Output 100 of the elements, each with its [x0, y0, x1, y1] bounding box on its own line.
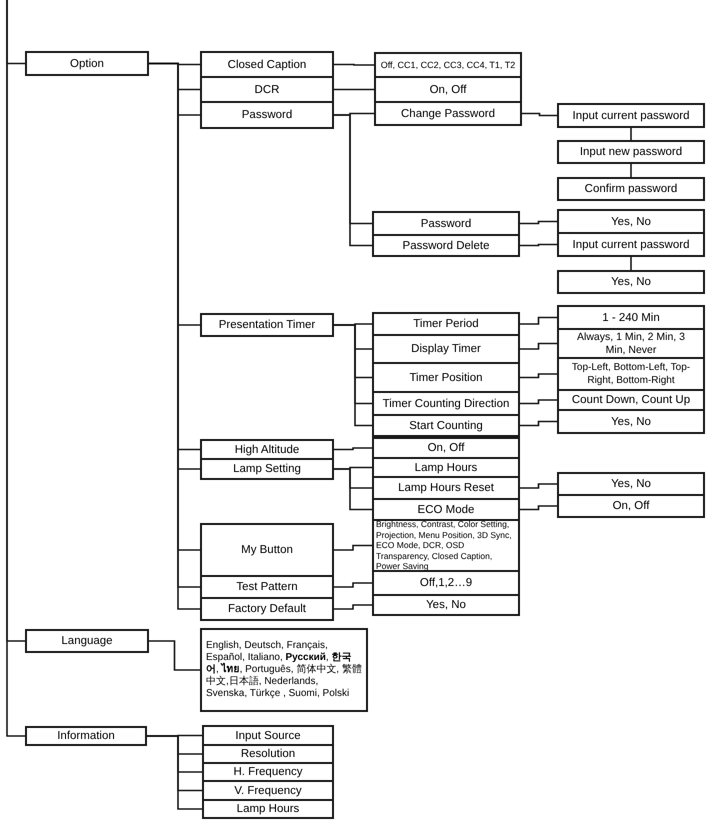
menu-label: English, Deutsch, Français, Español, Italiano, Русский, 한국어, ไทย, Português, 简体中文, 繁體中文,日本語, Nederlands, Svenska, Türkçe , Suomi, Polski [206, 640, 362, 700]
connector-line [520, 220, 557, 224]
menu-box [200, 76, 334, 103]
connector-line [520, 342, 557, 350]
menu-label: My Button [241, 543, 293, 557]
menu-box [372, 498, 520, 521]
connector-line [522, 112, 557, 116]
menu-label: Confirm password [584, 182, 678, 196]
connector-line [334, 582, 372, 588]
menu-box [372, 391, 520, 416]
menu-box [202, 725, 334, 746]
connector-line [630, 257, 632, 270]
menu-box [557, 177, 705, 201]
connector-line [334, 544, 372, 551]
connector-line [334, 447, 372, 450]
connector-line [334, 604, 372, 610]
menu-box [372, 437, 520, 459]
menu-label: Yes, No [611, 214, 651, 228]
menu-box [372, 334, 520, 364]
connector-line [147, 735, 202, 810]
menu-label: DCR [254, 82, 280, 96]
menu-box [200, 628, 368, 712]
menu-box [202, 744, 334, 764]
menu-box [557, 270, 705, 294]
menu-label: Timer Period [413, 317, 479, 331]
menu-label: Start Counting [409, 418, 483, 432]
connector-line [334, 64, 374, 66]
menu-label: Yes, No [611, 414, 651, 428]
menu-box [200, 313, 334, 337]
connector-line [334, 468, 372, 510]
connector-line [334, 88, 374, 90]
menu-box [557, 328, 705, 359]
menu-label: Yes, No [611, 275, 651, 289]
menu-label: Closed Caption [228, 58, 306, 72]
menu-label: H. Frequency [233, 765, 303, 779]
menu-box [372, 234, 520, 257]
menu-box [200, 51, 334, 78]
menu-label: Password [242, 108, 292, 122]
menu-box [200, 458, 334, 480]
menu-box [372, 457, 520, 478]
menu-label: Top-Left, Bottom-Left, Top-Right, Bottom-Right [570, 361, 692, 387]
connector-line [334, 114, 372, 246]
menu-box [372, 414, 520, 437]
menu-box [200, 575, 334, 599]
menu-label: Timer Counting Direction [382, 396, 510, 410]
connector-line [520, 483, 557, 489]
menu-box [372, 570, 520, 596]
menu-label: 1 - 240 Min [602, 310, 660, 324]
menu-box [200, 523, 334, 577]
menu-label: Yes, No [426, 598, 466, 612]
menu-label: Display Timer [411, 342, 481, 356]
menu-label: Resolution [240, 747, 296, 761]
menu-label: Timer Position [409, 370, 483, 384]
menu-label: V. Frequency [234, 784, 302, 798]
connector-line [149, 640, 200, 671]
menu-label: Off, CC1, CC2, CC3, CC4, T1, T2 [380, 59, 516, 71]
menu-box [372, 211, 520, 236]
menu-box [372, 476, 520, 500]
menu-label: Password Delete [402, 238, 490, 252]
menu-label: Presentation Timer [218, 318, 316, 332]
menu-box [25, 51, 149, 76]
menu-label: On, Off [430, 82, 466, 96]
menu-label: On, Off [612, 499, 650, 513]
menu-label: Lamp Setting [233, 462, 301, 476]
menu-box [557, 209, 705, 234]
connector-line [520, 373, 557, 378]
menu-label: Lamp Hours [414, 460, 478, 474]
menu-label: Input current password [572, 108, 690, 122]
menu-box [25, 726, 147, 746]
connector-line [520, 316, 557, 325]
menu-box [557, 472, 705, 496]
connector-line [520, 420, 557, 426]
menu-box [557, 305, 705, 330]
menu-label: Option [70, 56, 104, 70]
menu-box [200, 597, 334, 621]
menu-label: Input current password [572, 238, 690, 252]
menu-box [557, 103, 705, 128]
connector-line [520, 399, 557, 404]
menu-box [557, 389, 705, 411]
menu-label: Test Pattern [236, 580, 298, 594]
menu-box [557, 409, 705, 434]
menu-box [374, 101, 522, 126]
menu-label: Input new password [580, 145, 682, 159]
menu-label: Input Source [235, 728, 301, 742]
menu-label: Change Password [401, 106, 495, 120]
menu-label: Always, 1 Min, 2 Min, 3 Min, Never [576, 330, 686, 356]
menu-label: Brightness, Contrast, Color Setting, Projection, Menu Position, 3D Sync, ECO Mode, DCR, OSD Transparency, Closed Caption, Power Saving [376, 519, 513, 572]
menu-label: On, Off [428, 441, 464, 455]
menu-label: Language [61, 634, 113, 648]
connector-line [520, 505, 557, 510]
menu-box [557, 232, 705, 257]
menu-label: Lamp Hours [236, 802, 300, 816]
menu-label: Lamp Hours Reset [398, 481, 494, 495]
menu-box [202, 762, 334, 782]
menu-label: Information [57, 729, 115, 743]
menu-label: Count Down, Count Up [572, 393, 690, 407]
menu-label: Factory Default [228, 602, 306, 616]
connector-line [520, 244, 557, 246]
menu-box [374, 52, 522, 78]
connector-line [630, 128, 632, 140]
